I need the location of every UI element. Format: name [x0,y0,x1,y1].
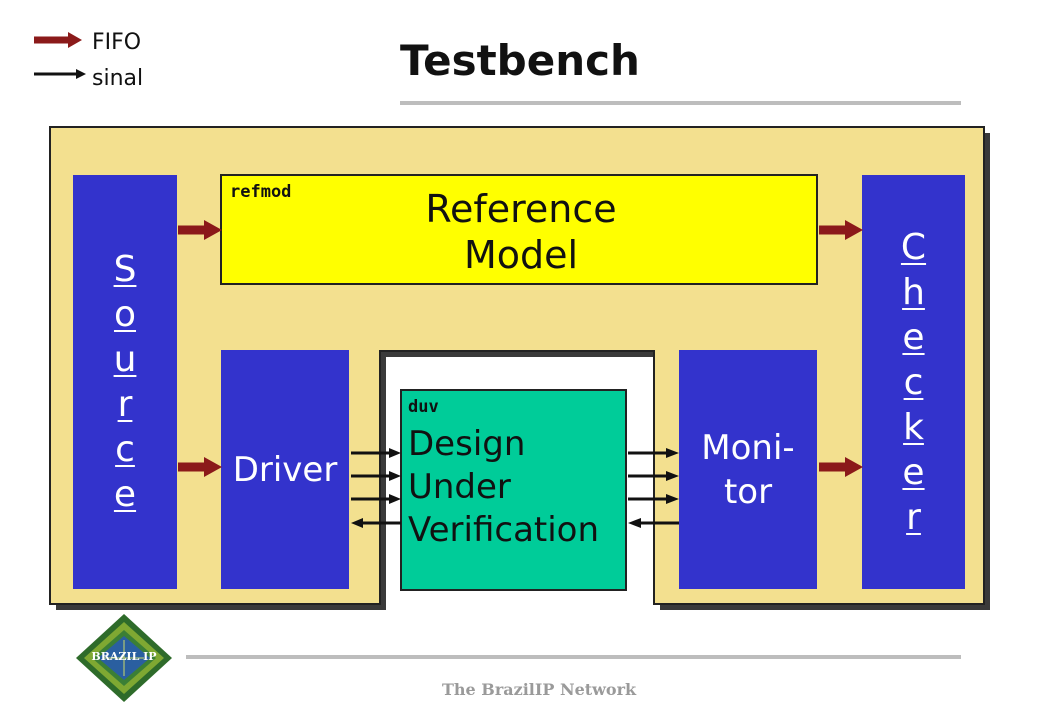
monitor-block: Moni- tor [679,350,817,589]
legend-fifo-arrow [34,32,82,48]
duv-title: Design Under Verification [408,423,599,552]
source-letter: u [113,339,137,380]
fifo-arrow-source-to-driver [178,457,222,477]
checker-letter: e [902,316,925,358]
monitor-line: Moni- [701,427,795,468]
source-letter: r [117,384,133,425]
checker-letter: c [903,361,924,403]
checker-letter: r [906,496,921,538]
duv-line: Under [408,467,511,507]
reference-model-line: Reference [425,187,617,231]
fifo-arrow-source-to-refmod [178,220,222,240]
checker-letter: C [900,226,927,268]
footer-text: The BrazilIP Network [442,680,637,699]
brazilip-logo-text: BRAZIL IP [91,650,157,663]
reference-model-title: Reference Model [222,186,820,278]
legend-signal-arrow [34,69,86,79]
monitor-line: tor [723,471,773,512]
source-letter: S [113,249,137,290]
duv-line: Design [408,424,526,464]
duv-tag: duv [408,397,439,417]
reference-model-block: refmod Reference Model [220,174,818,285]
checker-letter: e [902,451,925,493]
source-letter: e [113,474,137,515]
duv-line: Verification [408,510,600,550]
brazilip-logo: BRAZIL IP [74,612,174,704]
source-block: S o u r c e [73,175,177,589]
checker-block: C h e c k e r [862,175,965,589]
signal-arrows-driver-duv [351,448,401,528]
checker-letter: k [903,406,924,448]
title-divider [400,101,961,105]
source-letter: o [113,294,137,335]
source-letter: c [115,429,135,470]
page-title: Testbench [400,36,640,85]
brazilip-logo-icon [76,614,172,702]
signal-arrows-duv-monitor [628,448,679,528]
footer-divider [186,655,961,659]
checker-letter: h [902,271,925,313]
driver-block: Driver [221,350,349,589]
fifo-arrow-refmod-to-checker [819,220,863,240]
legend-signal-label: sinal [92,66,144,91]
legend-fifo-label: FIFO [92,30,142,55]
refmod-tag: refmod [230,182,292,202]
reference-model-line: Model [463,233,579,277]
driver-label: Driver [232,449,338,490]
fifo-arrow-monitor-to-checker [819,457,863,477]
duv-block: duv Design Under Verification [400,389,627,591]
